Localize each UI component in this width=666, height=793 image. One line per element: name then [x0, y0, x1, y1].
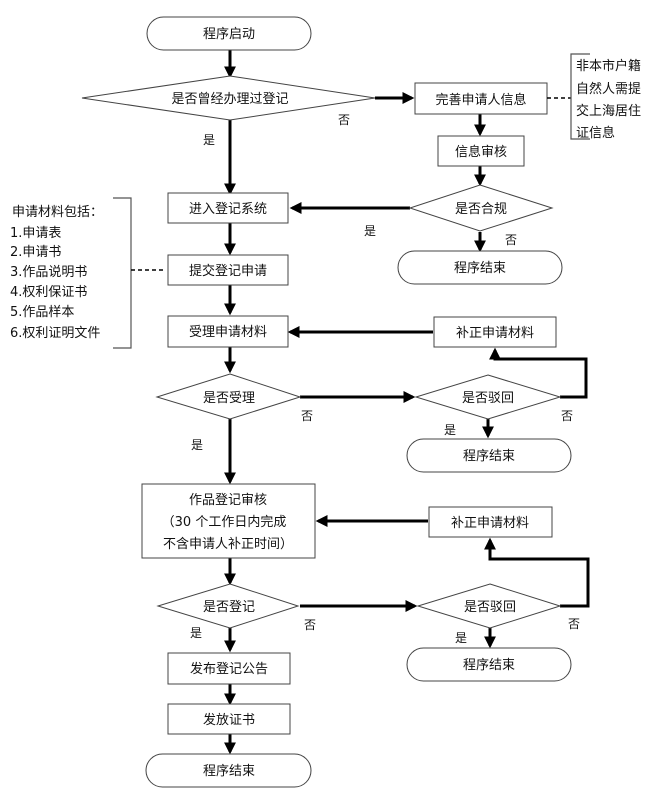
submit-application-label: 提交登记申请: [189, 263, 267, 279]
materials-note-title: 申请材料包括：: [12, 205, 103, 220]
publish-notice-label: 发布登记公告: [190, 661, 268, 677]
decision-compliant: 是否合规: [408, 184, 554, 232]
info-review-label: 信息审核: [455, 144, 507, 160]
label-register-no: 否: [304, 618, 316, 632]
end-terminal-2: 程序结束: [406, 438, 572, 473]
materials-note-item-4: 4.权利保证书: [10, 284, 87, 300]
enter-system-box: 进入登记系统: [167, 192, 289, 224]
decision-register: 是否登记: [156, 583, 300, 629]
decision-compliant-label: 是否合规: [455, 202, 507, 217]
connectors: [224, 50, 590, 755]
enter-system-label: 进入登记系统: [189, 202, 267, 217]
materials-note-item-1: 1.申请表: [10, 226, 61, 241]
label-q1-yes: 是: [203, 133, 215, 147]
decision-reject-1-label: 是否驳回: [462, 391, 514, 406]
label-q1-no: 否: [338, 113, 350, 127]
decision-reject-2-label: 是否驳回: [464, 600, 516, 615]
decision-reject-1: 是否驳回: [414, 374, 562, 420]
accept-materials-label: 受理申请材料: [189, 325, 267, 340]
end-terminal-final: 程序结束: [145, 753, 312, 788]
materials-note-bracket: [113, 197, 132, 349]
end-2-label: 程序结束: [463, 449, 515, 464]
materials-note-item-2: 2.申请书: [10, 245, 61, 260]
edge-reject1-no: [489, 347, 588, 399]
label-compliant-yes: 是: [364, 224, 376, 238]
publish-notice-box: 发布登记公告: [167, 652, 291, 685]
end-terminal-3: 程序结束: [406, 647, 572, 682]
supplement-materials-box-1: 补正申请材料: [433, 316, 557, 348]
non-local-note-line-2: 自然人需提: [576, 81, 641, 97]
work-review-box: 作品登记审核 （30 个工作日内完成 不含申请人补正时间）: [141, 483, 316, 559]
edge-reject2-no: [484, 537, 590, 608]
label-reject1-yes: 是: [444, 423, 456, 437]
non-local-note-line-3: 交上海居住: [576, 103, 641, 119]
supplement-1-label: 补正申请材料: [456, 326, 534, 341]
info-review-box: 信息审核: [437, 135, 525, 167]
end-final-label: 程序结束: [203, 764, 255, 779]
decision-registered-before: 是否曾经办理过登记: [81, 75, 376, 121]
work-review-line-2: （30 个工作日内完成: [162, 514, 287, 530]
materials-note: 申请材料包括： 1.申请表 2.申请书 3.作品说明书 4.权利保证书 5.作品…: [10, 197, 166, 349]
complete-info-box: 完善申请人信息: [414, 82, 548, 115]
label-accept-yes: 是: [191, 438, 203, 452]
label-register-yes: 是: [190, 626, 202, 640]
non-local-note: 非本市户籍 自然人需提 交上海居住 证信息: [547, 53, 641, 141]
issue-certificate-label: 发放证书: [203, 712, 255, 728]
materials-note-item-3: 3.作品说明书: [10, 265, 87, 280]
work-review-line-1: 作品登记审核: [189, 493, 267, 508]
label-accept-no: 否: [301, 409, 313, 423]
decision-reject-2: 是否驳回: [416, 583, 562, 629]
start-terminal: 程序启动: [146, 16, 312, 51]
label-reject2-yes: 是: [455, 631, 467, 645]
complete-info-label: 完善申请人信息: [435, 92, 526, 108]
non-local-note-line-1: 非本市户籍: [576, 58, 641, 74]
materials-note-item-6: 6.权利证明文件: [10, 325, 100, 341]
supplement-2-label: 补正申请材料: [451, 516, 529, 531]
label-reject2-no: 否: [568, 617, 580, 631]
decision-registered-before-label: 是否曾经办理过登记: [171, 92, 288, 107]
issue-certificate-box: 发放证书: [167, 703, 291, 735]
edge-labels: 是 否 是 否 否 是 是 否 是 否 是 否: [190, 113, 580, 645]
materials-note-item-5: 5.作品样本: [10, 305, 74, 320]
decision-register-label: 是否登记: [203, 600, 255, 615]
non-local-note-line-4: 证信息: [576, 125, 615, 141]
label-compliant-no: 否: [505, 233, 517, 247]
accept-materials-box: 受理申请材料: [167, 315, 289, 348]
end-1-label: 程序结束: [454, 261, 506, 276]
label-reject1-no: 否: [561, 409, 573, 423]
start-label: 程序启动: [203, 27, 255, 42]
submit-application-box: 提交登记申请: [167, 254, 289, 286]
work-review-line-3: 不含申请人补正时间）: [163, 536, 293, 552]
decision-accept-label: 是否受理: [203, 391, 255, 406]
supplement-materials-box-2: 补正申请材料: [428, 506, 553, 538]
non-local-note-bracket: [570, 53, 590, 140]
decision-accept: 是否受理: [155, 373, 302, 420]
end-3-label: 程序结束: [463, 658, 515, 673]
end-terminal-1: 程序结束: [397, 250, 563, 285]
